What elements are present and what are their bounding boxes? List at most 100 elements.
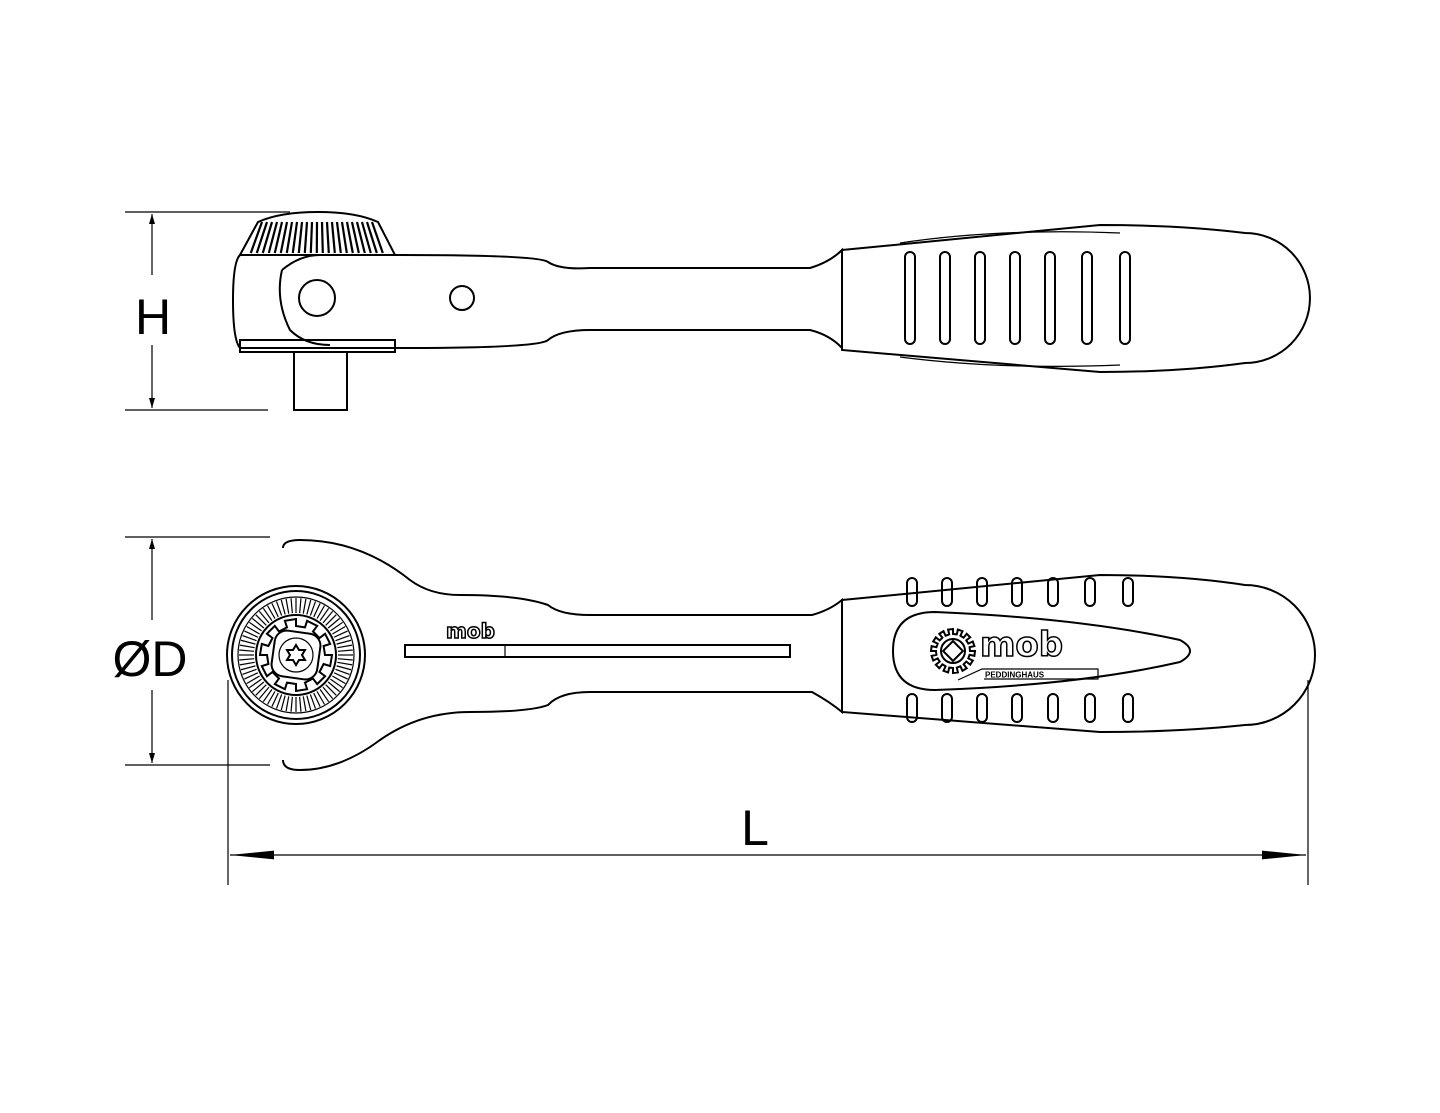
ring-tooth bbox=[316, 605, 326, 619]
ring-tooth bbox=[240, 639, 256, 645]
ring-tooth bbox=[246, 675, 260, 685]
ring-tooth bbox=[280, 695, 286, 711]
ring-tooth bbox=[271, 603, 279, 618]
ring-tooth bbox=[285, 598, 290, 614]
gear-icon bbox=[258, 617, 334, 693]
knurl-tooth bbox=[309, 221, 314, 254]
length-dimension: L bbox=[227, 680, 1309, 885]
knurl-tooth bbox=[273, 221, 284, 254]
ring-tooth bbox=[306, 695, 312, 711]
ring-tooth bbox=[330, 621, 344, 632]
ring-tooth bbox=[266, 691, 276, 705]
knurl-tooth bbox=[355, 221, 366, 254]
ring-tooth bbox=[309, 601, 317, 616]
ring-tooth bbox=[335, 668, 350, 676]
height-dimension: H bbox=[125, 211, 290, 411]
diameter-label: ØD bbox=[113, 631, 188, 687]
grip-slot bbox=[906, 693, 918, 723]
ring-tooth bbox=[327, 617, 341, 629]
diameter-dimension: ØD bbox=[113, 536, 270, 766]
knurl-tooth bbox=[261, 221, 274, 254]
ring-tooth bbox=[290, 598, 293, 614]
grip-slots-bottom-view bbox=[906, 577, 1134, 723]
ring-tooth bbox=[302, 696, 307, 712]
ring-tooth bbox=[332, 675, 346, 685]
knurl-tooth bbox=[330, 221, 336, 254]
knurl-tooth bbox=[350, 221, 360, 254]
ratchet-ring-teeth bbox=[239, 598, 353, 712]
grip-slot bbox=[976, 577, 988, 607]
ring-tooth bbox=[244, 672, 259, 680]
ring-tooth bbox=[251, 617, 265, 629]
ring-tooth bbox=[258, 686, 270, 700]
knurl-tooth bbox=[325, 221, 330, 254]
small-logo: mob bbox=[446, 619, 495, 643]
ring-tooth bbox=[327, 681, 341, 693]
grip-slot bbox=[941, 577, 953, 607]
knurl-tooth bbox=[335, 221, 342, 254]
ring-tooth bbox=[322, 610, 334, 624]
ring-tooth bbox=[337, 644, 353, 649]
ring-tooth bbox=[319, 689, 330, 703]
ring-tooth bbox=[240, 665, 256, 671]
grip-slot bbox=[941, 693, 953, 723]
ring-tooth bbox=[306, 599, 312, 615]
knurl-tooth bbox=[360, 221, 372, 254]
ring-tooth bbox=[275, 694, 283, 709]
knurl-tooth bbox=[291, 221, 299, 254]
ring-tooth bbox=[285, 696, 290, 712]
grip-slot bbox=[904, 251, 916, 345]
logo-gear-icon bbox=[929, 627, 977, 675]
grip-slot bbox=[1044, 251, 1056, 345]
grip-slot bbox=[1081, 251, 1093, 345]
grip-slot bbox=[1084, 693, 1096, 723]
grip-slot bbox=[1084, 577, 1096, 607]
square-drive bbox=[293, 351, 348, 411]
grip-slot bbox=[1047, 577, 1059, 607]
ring-tooth bbox=[248, 678, 262, 689]
ring-tooth bbox=[271, 692, 279, 707]
grip-slot bbox=[906, 577, 918, 607]
ring-tooth bbox=[325, 684, 337, 696]
grip-slot bbox=[1011, 577, 1023, 607]
grip-slot bbox=[974, 251, 986, 345]
ring-tooth bbox=[248, 621, 262, 632]
height-label: H bbox=[135, 289, 171, 345]
grip-slot bbox=[1122, 693, 1134, 723]
screw-hole bbox=[449, 285, 475, 311]
ring-tooth bbox=[258, 610, 270, 624]
ring-tooth bbox=[299, 696, 302, 712]
ring-tooth bbox=[239, 644, 255, 649]
ring-tooth bbox=[255, 614, 267, 626]
length-label: L bbox=[741, 800, 769, 856]
handle-logo-subtext: PEDDINGHAUS bbox=[985, 671, 1045, 680]
grip-slot bbox=[1119, 251, 1131, 345]
knurl-tooth bbox=[340, 221, 348, 254]
ring-tooth bbox=[266, 605, 276, 619]
ring-tooth bbox=[309, 694, 317, 709]
ring-tooth bbox=[330, 678, 344, 689]
ring-tooth bbox=[333, 672, 348, 680]
knurl-tooth bbox=[297, 221, 304, 254]
handle-logo: mob bbox=[980, 625, 1063, 665]
ring-tooth bbox=[255, 684, 267, 696]
ring-tooth bbox=[337, 649, 353, 652]
torx-socket-icon bbox=[285, 643, 307, 667]
ring-tooth bbox=[337, 661, 353, 666]
knurl-tooth bbox=[279, 221, 289, 254]
ring-tooth bbox=[336, 665, 352, 671]
side-view bbox=[231, 210, 1311, 411]
top-view: mob mob PEDDINGHAUS bbox=[226, 538, 1316, 772]
ring-tooth bbox=[319, 607, 330, 621]
ring-tooth bbox=[322, 686, 334, 700]
ring-tooth bbox=[337, 658, 353, 661]
ring-tooth bbox=[251, 681, 265, 693]
grip-slot bbox=[1011, 693, 1023, 723]
knurl-tooth bbox=[365, 221, 378, 254]
ring-tooth bbox=[336, 639, 352, 645]
ring-tooth bbox=[280, 599, 286, 615]
ring-tooth bbox=[262, 607, 273, 621]
knurl-tooth bbox=[320, 221, 324, 254]
handle bbox=[841, 223, 1311, 374]
